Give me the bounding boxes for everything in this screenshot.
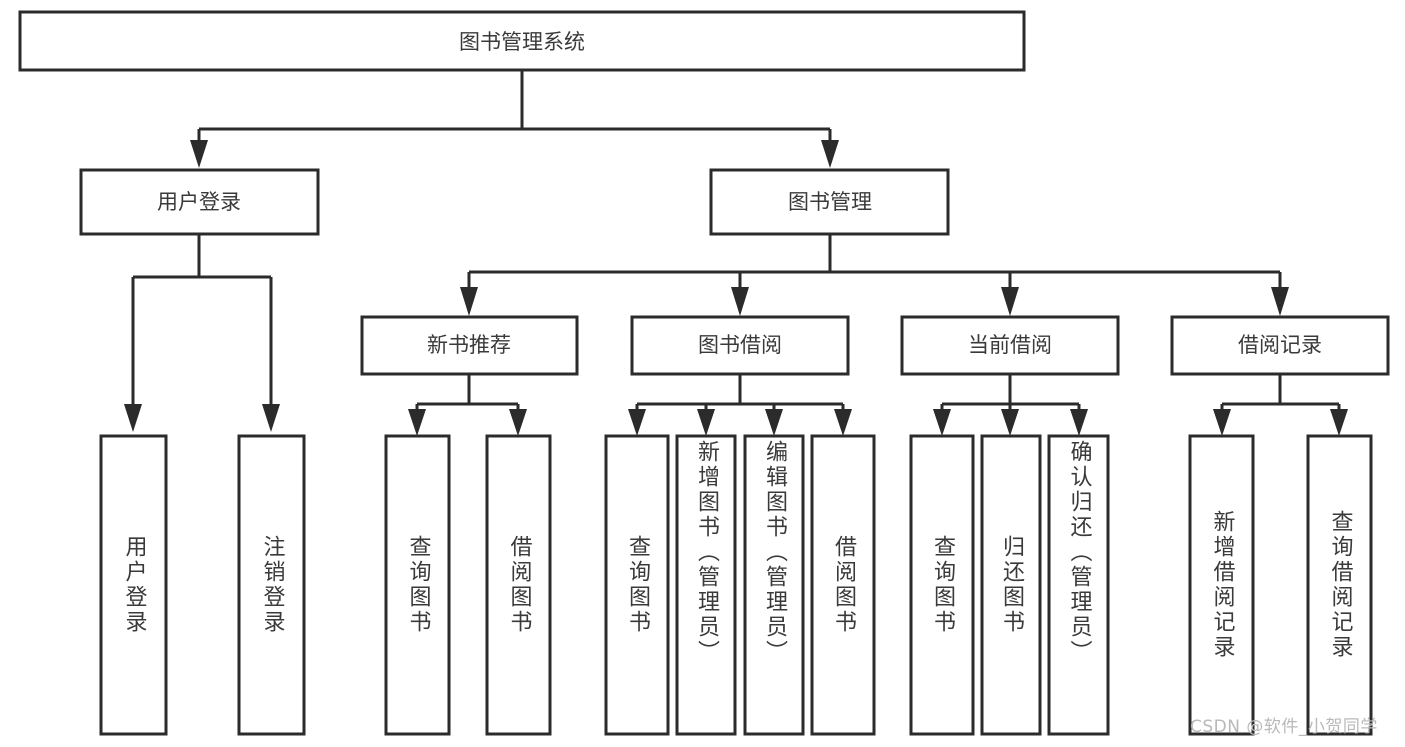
connector-bookmgmt-to-level2	[460, 235, 1289, 316]
node-root-box[interactable]	[18, 10, 1026, 72]
node-leaf-query-book-2-box[interactable]	[604, 434, 670, 736]
node-leaf-borrow-book-2-box[interactable]	[810, 434, 876, 736]
arrow-head-icon	[933, 409, 951, 436]
node-book-management[interactable]: 图书管理	[709, 168, 950, 236]
node-book-management-box[interactable]	[709, 168, 950, 236]
connector-root-to-level1	[190, 70, 839, 168]
node-current-borrow[interactable]: 当前借阅	[900, 315, 1120, 376]
arrow-head-icon	[509, 409, 527, 436]
node-current-borrow-box[interactable]	[900, 315, 1120, 376]
node-leaf-query-book-1-box[interactable]	[384, 434, 451, 736]
arrow-head-icon	[1070, 409, 1088, 436]
node-leaf-user-login-box[interactable]	[99, 434, 168, 736]
arrow-head-icon	[408, 409, 426, 436]
arrow-head-icon	[821, 140, 839, 168]
csdn-watermark: CSDN @软件_小贺同学	[1190, 717, 1378, 737]
arrow-head-icon	[460, 287, 478, 316]
node-leaf-query-borrow-record-box[interactable]	[1306, 434, 1373, 736]
node-new-book-recommend-label: 新书推荐	[427, 333, 511, 357]
node-leaf-edit-book-box[interactable]	[743, 434, 805, 736]
connector-bookborrow-to-leaves	[628, 374, 852, 436]
node-new-book-recommend-box[interactable]	[360, 315, 579, 376]
arrow-head-icon	[190, 140, 208, 168]
node-user-login[interactable]: 用户登录	[79, 168, 320, 236]
connector-borrowrecord-to-leaves	[1213, 374, 1348, 436]
connector-newbook-to-leaves	[408, 374, 527, 436]
arrow-head-icon	[834, 409, 852, 436]
node-leaf-confirm-return-box[interactable]	[1047, 434, 1110, 736]
node-leaf-query-book-3-box[interactable]	[909, 434, 975, 736]
node-leaf-return-book-box[interactable]	[980, 434, 1042, 736]
connector-currentborrow-to-leaves	[933, 374, 1088, 436]
node-book-management-label: 图书管理	[788, 190, 872, 214]
arrow-head-icon	[124, 404, 142, 432]
node-book-borrow-label: 图书借阅	[698, 333, 782, 357]
node-root-label: 图书管理系统	[459, 30, 585, 54]
node-user-login-box[interactable]	[79, 168, 320, 236]
node-leaf-add-book-box[interactable]	[675, 434, 737, 736]
node-leaf-logout-login-box[interactable]	[237, 434, 306, 736]
arrow-head-icon	[1001, 287, 1019, 316]
node-book-borrow[interactable]: 图书借阅	[630, 315, 850, 376]
node-leaf-borrow-book-1-box[interactable]	[485, 434, 552, 736]
node-book-borrow-box[interactable]	[630, 315, 850, 376]
arrow-head-icon	[1330, 409, 1348, 436]
node-new-book-recommend[interactable]: 新书推荐	[360, 315, 579, 376]
arrow-head-icon	[1001, 409, 1019, 436]
arrow-head-icon	[628, 409, 646, 436]
arrow-head-icon	[697, 409, 715, 436]
connector-booklogin-to-leaves	[124, 235, 280, 432]
node-current-borrow-label: 当前借阅	[968, 333, 1052, 357]
node-borrow-record[interactable]: 借阅记录	[1170, 315, 1390, 376]
node-user-login-label: 用户登录	[157, 190, 241, 214]
node-root[interactable]: 图书管理系统	[18, 10, 1026, 72]
arrow-head-icon	[1271, 287, 1289, 316]
node-leaf-add-borrow-record-box[interactable]	[1188, 434, 1255, 736]
node-borrow-record-label: 借阅记录	[1238, 333, 1322, 357]
arrow-head-icon	[262, 404, 280, 432]
arrow-head-icon	[1213, 409, 1231, 436]
arrow-head-icon	[731, 287, 749, 316]
arrow-head-icon	[765, 409, 783, 436]
node-borrow-record-box[interactable]	[1170, 315, 1390, 376]
